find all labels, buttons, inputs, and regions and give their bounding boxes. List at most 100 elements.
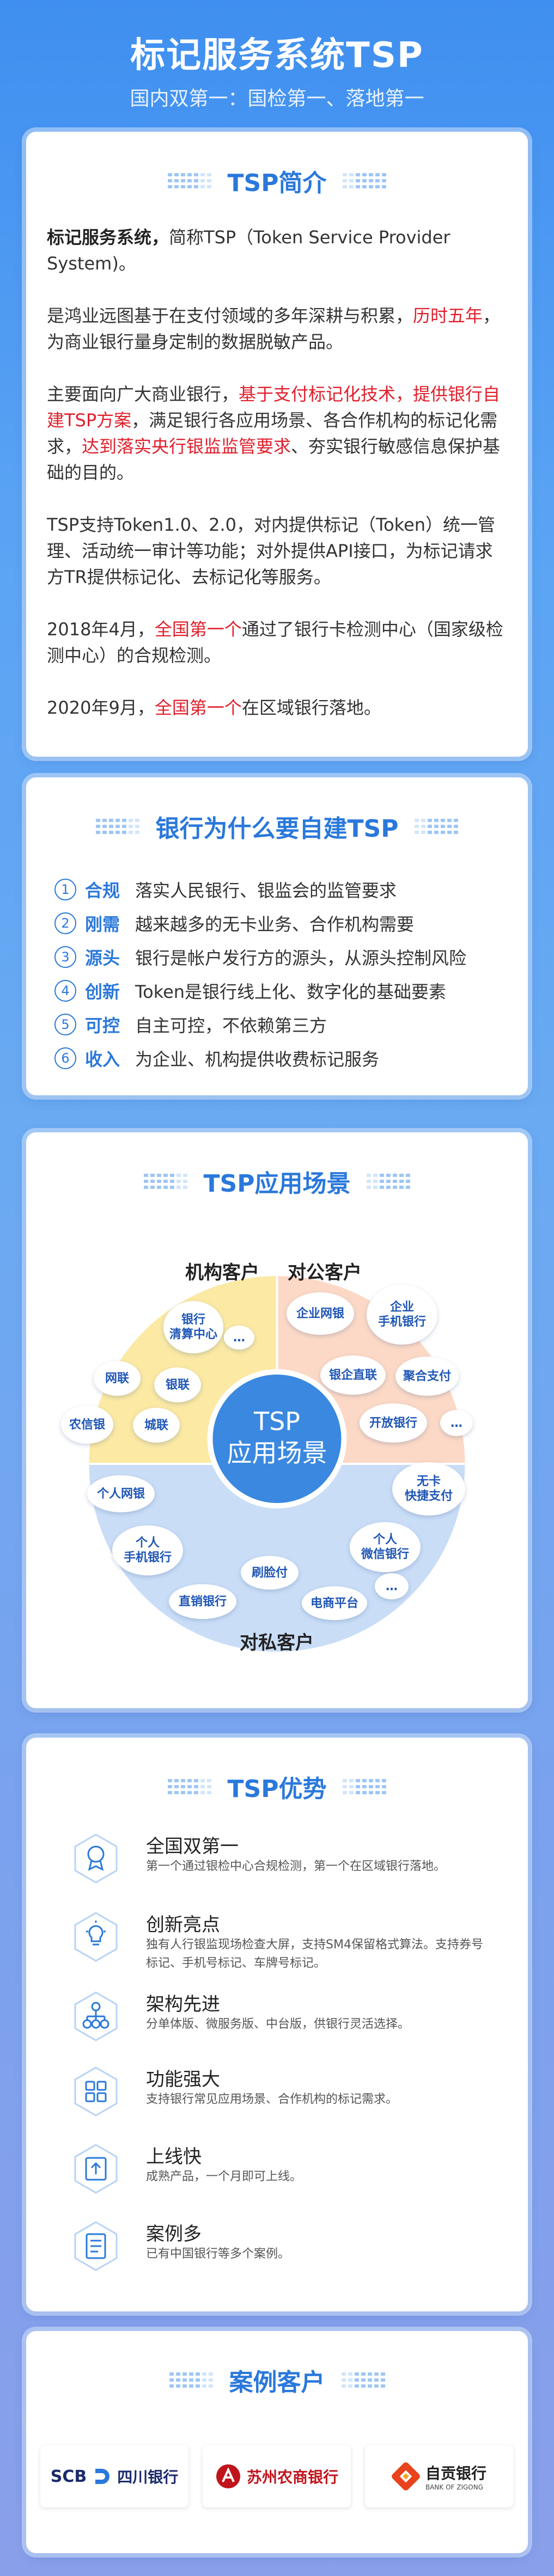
number-badge: 3: [54, 946, 76, 968]
adv-item: 创新亮点 独有人行银监现场检查大屏，支持SM4保留格式算法。支持券号标记、手机号…: [70, 1908, 506, 1973]
scene-bubble: …: [440, 1410, 473, 1436]
decor-dots-right: [415, 819, 459, 834]
number-badge: 4: [54, 980, 76, 1002]
advantage-card: TSP优势 全国双第一 第一个通过银检中心合规检测，第一个在区域银行落地。 创新…: [26, 1738, 528, 2311]
adv-item-title: 全国双第一: [146, 1836, 239, 1857]
adv-item-title: 架构先进: [146, 1994, 220, 2015]
adv-item-title: 案例多: [146, 2223, 202, 2245]
scene-bubble: 城联: [133, 1408, 180, 1443]
number-badge: 5: [54, 1014, 76, 1035]
decor-dots-left: [167, 1779, 211, 1794]
scene-bubble: 电商平台: [302, 1586, 367, 1620]
intro-paragraph: 标记服务系统，简称TSP（Token Service Provider Syst…: [47, 227, 450, 274]
intro-paragraph: 2018年4月，全国第一个通过了银行卡检测中心（国家级检测中心）的合规检测。: [47, 619, 503, 666]
decor-dots-right: [343, 1779, 387, 1794]
group-label-corporate: 对公客户: [288, 1262, 362, 1284]
decor-dots-left: [95, 819, 139, 834]
number-badge: 2: [54, 912, 76, 934]
scene-heading: TSP应用场景: [26, 1165, 528, 1198]
decor-dots-left: [167, 173, 211, 188]
adv-heading: TSP优势: [26, 1770, 528, 1803]
lightbulb-icon: [74, 1912, 118, 1962]
page-title: 标记服务系统TSP: [130, 35, 424, 76]
scene-bubble: 银联: [154, 1367, 201, 1402]
scb-mark-icon: [95, 2469, 110, 2484]
number-badge: 6: [54, 1047, 76, 1069]
adv-item-desc: 已有中国银行等多个案例。: [146, 2247, 290, 2261]
adv-item: 功能强大 支持银行常见应用场景、合作机构的标记需求。: [70, 2062, 506, 2127]
page-header: 标记服务系统TSP 国内双第一：国检第一、落地第一: [0, 0, 554, 131]
scene-bubble: 个人网银: [87, 1475, 155, 1512]
adv-title: TSP优势: [227, 1775, 327, 1803]
why-heading: 银行为什么要自建TSP: [26, 810, 528, 843]
group-label-private: 对私客户: [240, 1632, 314, 1654]
scene-bubble: …: [224, 1326, 254, 1350]
decor-dots-right: [343, 173, 387, 188]
suzhou-bank-mark-icon: [216, 2464, 240, 2488]
adv-item: 架构先进 分单体版、微服务版、中台版，供银行灵活选择。: [70, 1987, 506, 2052]
number-badge: 1: [54, 879, 76, 900]
scene-bubble: 聚合支付: [395, 1357, 459, 1396]
architecture-icon: [74, 1991, 118, 2041]
scene-bubble: …: [375, 1573, 409, 1599]
scene-bubble: 刷脸付: [241, 1556, 299, 1590]
zigong-bank-mark-icon: [392, 2462, 420, 2491]
center-circle: [212, 1375, 342, 1503]
intro-paragraph: 主要面向广大商业银行，基于支付标记化技术，提供银行自建TSP方案，满足银行各应用…: [47, 384, 501, 483]
intro-paragraph: TSP支持Token1.0、2.0，对内提供标记（Token）统一管理、活动统一…: [47, 514, 496, 587]
adv-item-desc: 分单体版、微服务版、中台版，供银行灵活选择。: [146, 2017, 410, 2031]
scene-card: TSP应用场景 TSP 应用场景 机构客户 对公客户 对私客户 银行 清算中心 …: [26, 1132, 528, 1708]
case-logo-suzhou: 苏州农商银行: [203, 2445, 351, 2507]
adv-item-desc: 独有人行银监现场检查大屏，支持SM4保留格式算法。支持券号标记、手机号标记、车牌…: [146, 1938, 483, 1970]
decor-dots-right: [341, 2372, 385, 2388]
upload-icon: [74, 2144, 118, 2194]
page-subtitle: 国内双第一：国检第一、落地第一: [130, 88, 424, 110]
intro-heading: TSP简介: [26, 164, 528, 197]
scene-bubble: 无卡 快捷支付: [392, 1462, 465, 1516]
scene-bubble: 银企直联: [320, 1356, 386, 1395]
intro-paragraph: 2020年9月，全国第一个在区域银行落地。: [47, 697, 381, 718]
award-icon: [74, 1833, 118, 1884]
group-label-institution: 机构客户: [185, 1262, 259, 1284]
document-icon: [74, 2221, 118, 2271]
scene-bubble: 开放银行: [360, 1403, 427, 1443]
case-logo-scb: SCB 四川银行: [40, 2445, 188, 2507]
adv-item: 全国双第一 第一个通过银检中心合规检测，第一个在区域银行落地。: [70, 1829, 506, 1894]
decor-dots-right: [367, 1174, 411, 1189]
adv-item-title: 上线快: [146, 2146, 202, 2168]
cases-title: 案例客户: [229, 2369, 325, 2396]
scene-title: TSP应用场景: [203, 1170, 351, 1198]
decor-dots-left: [143, 1174, 187, 1189]
intro-title: TSP简介: [227, 169, 327, 197]
scene-bubble: 个人 微信银行: [350, 1522, 421, 1572]
adv-item-desc: 支持银行常见应用场景、合作机构的标记需求。: [146, 2093, 398, 2106]
scene-bubble: 网联: [94, 1361, 141, 1396]
decor-dots-left: [169, 2372, 213, 2388]
adv-item: 案例多 已有中国银行等多个案例。: [70, 2217, 506, 2282]
case-logo-zigong: 自贡银行 BANK OF ZIGONG: [365, 2445, 513, 2507]
intro-body: 标记服务系统，简称TSP（Token Service Provider Syst…: [47, 224, 510, 747]
intro-paragraph: 是鸿业远图基于在支付领域的多年深耕与积累，历时五年，为商业银行量身定制的数据脱敏…: [47, 305, 501, 352]
why-title: 银行为什么要自建TSP: [155, 815, 399, 843]
adv-item: 上线快 成熟产品，一个月即可上线。: [70, 2139, 506, 2205]
scene-bubble: 企业 手机银行: [367, 1285, 437, 1345]
scene-bubble: 个人 手机银行: [112, 1525, 183, 1575]
scene-bubble: 农信银: [61, 1406, 113, 1444]
adv-item-desc: 成熟产品，一个月即可上线。: [146, 2170, 302, 2184]
intro-card: TSP简介 标记服务系统，简称TSP（Token Service Provide…: [26, 132, 528, 757]
cases-heading: 案例客户: [26, 2364, 528, 2396]
modules-icon: [74, 2066, 118, 2117]
adv-item-title: 创新亮点: [146, 1914, 220, 1936]
scene-bubble: 企业网银: [287, 1292, 354, 1335]
cases-card: 案例客户 SCB 四川银行 苏州农商银行 自贡银行 BANK OF ZIGONG: [26, 2331, 528, 2553]
center-label: TSP 应用场景: [227, 1407, 327, 1468]
adv-item-title: 功能强大: [146, 2069, 220, 2090]
scene-bubble: 银行 清算中心: [163, 1301, 223, 1353]
